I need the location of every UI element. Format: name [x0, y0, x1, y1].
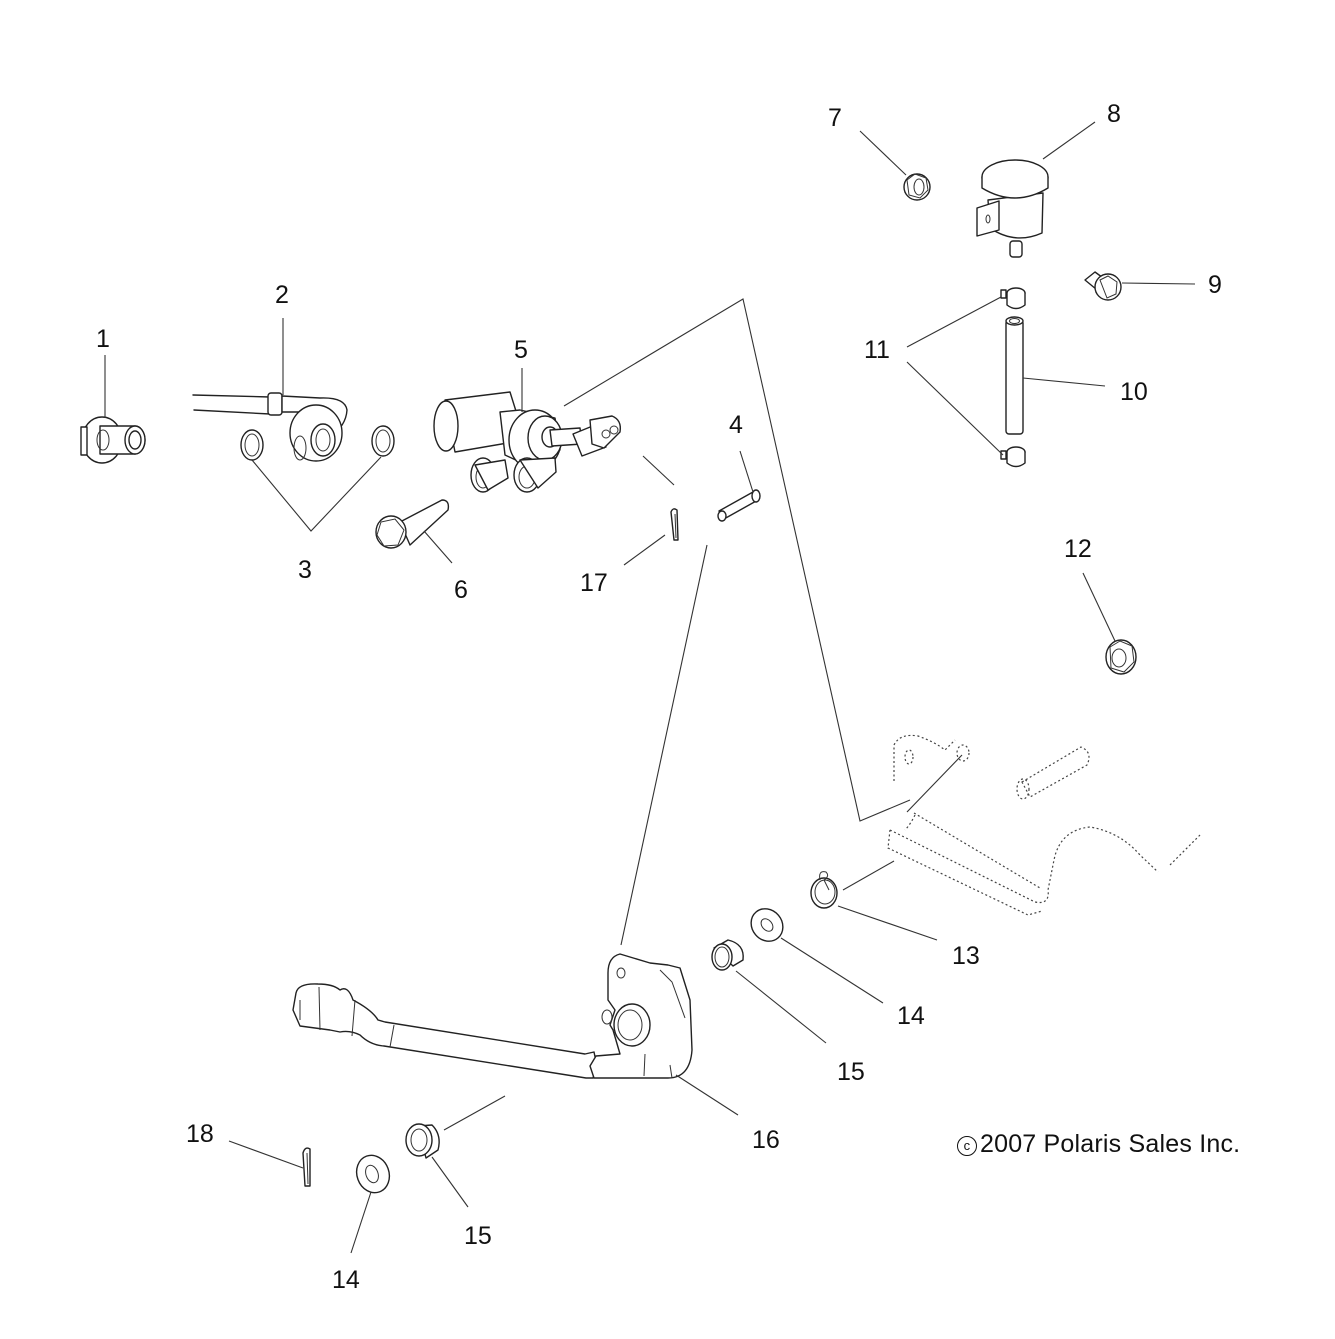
bushing-part-15b[interactable] [405, 1123, 440, 1159]
callout-1[interactable]: 1 [96, 325, 110, 353]
leader-13 [837, 905, 938, 941]
leader-15a [735, 970, 827, 1044]
callout-3[interactable]: 3 [298, 556, 312, 584]
callout-11[interactable]: 11 [864, 336, 890, 364]
return-spring-part[interactable] [810, 871, 838, 909]
assembly-leader [563, 298, 911, 822]
leader-8 [1042, 121, 1096, 160]
leader-10 [1022, 377, 1106, 387]
bushing-part-15a[interactable] [711, 939, 744, 971]
callout-12[interactable]: 12 [1064, 535, 1092, 563]
callout-13[interactable]: 13 [952, 942, 980, 970]
leader-14b [350, 1191, 372, 1254]
callout-9[interactable]: 9 [1208, 271, 1222, 299]
leader-16 [675, 1074, 739, 1116]
callout-2[interactable]: 2 [275, 281, 289, 309]
leader-9 [1121, 282, 1196, 285]
copyright-symbol-icon: c [957, 1136, 977, 1156]
leader-18 [228, 1140, 304, 1169]
callout-15a[interactable]: 15 [837, 1058, 865, 1086]
brake-line-part[interactable] [192, 392, 348, 462]
mounting-bolt-part[interactable] [375, 499, 450, 549]
brake-pedal-part[interactable] [292, 953, 693, 1079]
callout-10[interactable]: 10 [1120, 378, 1148, 406]
frame-reference [887, 734, 1201, 916]
callout-14b[interactable]: 14 [332, 1266, 360, 1294]
reservoir-bolt-part[interactable] [1084, 271, 1122, 301]
callout-7[interactable]: 7 [828, 104, 842, 132]
leader-16b [443, 1095, 506, 1131]
callout-14a[interactable]: 14 [897, 1002, 925, 1030]
leader-7 [859, 130, 907, 176]
hose-clamps-part[interactable] [1000, 287, 1026, 468]
leader-4 [739, 450, 754, 493]
callout-16[interactable]: 16 [752, 1126, 780, 1154]
pedal-pin-leader [620, 544, 708, 946]
leader-17b [642, 455, 675, 486]
callout-4[interactable]: 4 [729, 411, 743, 439]
callout-5[interactable]: 5 [514, 336, 528, 364]
callout-8[interactable]: 8 [1107, 100, 1121, 128]
leader-3 [251, 456, 382, 532]
leader-6 [423, 530, 453, 564]
hex-nut-part-7[interactable] [903, 173, 931, 201]
leader-14a [780, 937, 884, 1004]
fluid-reservoir-part[interactable] [976, 159, 1049, 258]
leader-11 [906, 296, 1002, 348]
leader-15b [431, 1156, 469, 1208]
banjo-bolt-part[interactable] [80, 416, 146, 464]
reservoir-hose-part[interactable] [1005, 316, 1024, 435]
cotter-pin-part-17[interactable] [670, 508, 679, 541]
clevis-pin-part[interactable] [717, 489, 761, 522]
washer-part-14a[interactable] [745, 902, 790, 947]
washer-part-14b[interactable] [351, 1151, 394, 1198]
callout-17[interactable]: 17 [580, 569, 608, 597]
callout-15b[interactable]: 15 [464, 1222, 492, 1250]
leader-12 [1082, 572, 1116, 642]
master-cylinder-part[interactable] [433, 391, 622, 493]
flange-nut-part[interactable] [1105, 639, 1137, 675]
leader-13b [842, 860, 895, 891]
sealing-washers-part[interactable] [240, 425, 395, 461]
callout-6[interactable]: 6 [454, 576, 468, 604]
cotter-pin-part-18[interactable] [302, 1147, 311, 1187]
leader-11b [906, 361, 1004, 456]
leader-17 [623, 534, 666, 566]
copyright-text: 2007 Polaris Sales Inc. [980, 1130, 1241, 1158]
callout-18[interactable]: 18 [186, 1120, 214, 1148]
